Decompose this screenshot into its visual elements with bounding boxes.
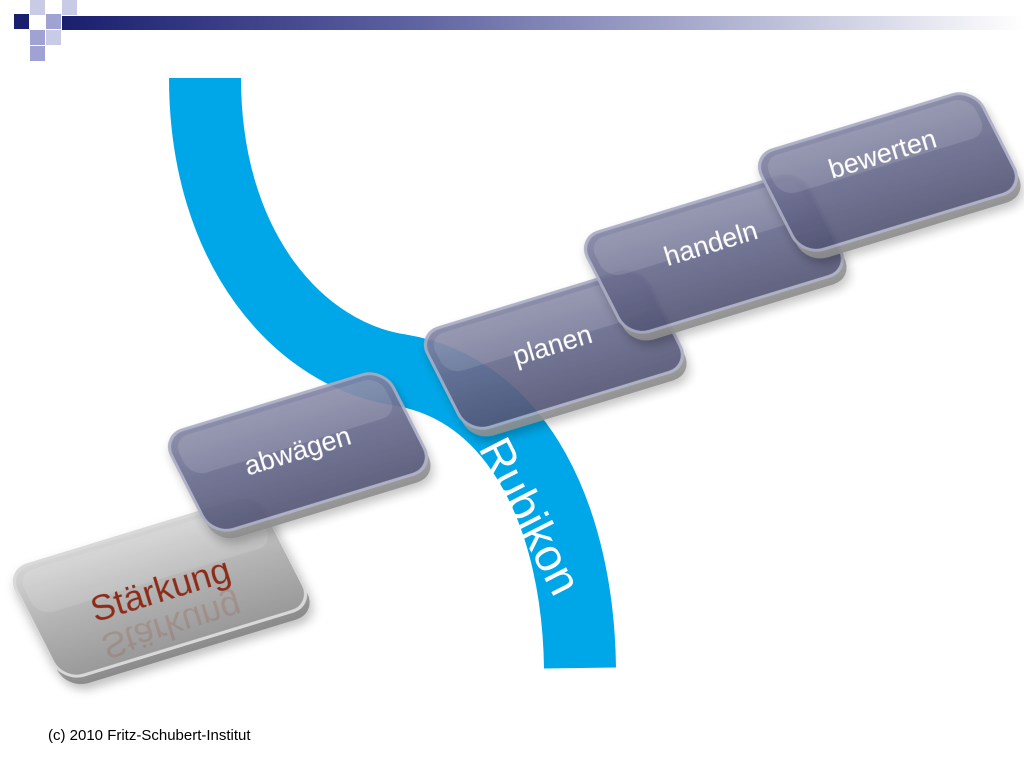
tile-gloss: [593, 182, 809, 276]
corner-square-pale: [30, 0, 45, 15]
tile-gloss: [177, 380, 393, 474]
gradient-bar: [62, 16, 1024, 30]
corner-square-mid: [30, 30, 45, 45]
corner-square-mid: [30, 46, 45, 61]
step-tile-4: handeln: [583, 174, 847, 341]
tile-gloss: [22, 506, 268, 613]
step-tile-2: abwägen: [167, 372, 431, 539]
tile-gloss: [767, 100, 983, 194]
corner-square-dark: [14, 14, 29, 29]
rubikon-river: [169, 77, 616, 669]
corner-square-pale: [62, 0, 77, 15]
title-band-decoration: [0, 0, 1024, 61]
corner-square-mid: [46, 14, 61, 29]
copyright-footer: (c) 2010 Fritz-Schubert-Institut: [48, 727, 251, 744]
step-tile-5: bewerten: [757, 92, 1021, 259]
corner-square-pale: [46, 30, 61, 45]
step-tiles: StärkungStärkungabwägenplanenhandelnbewe…: [12, 92, 1021, 685]
tile-gloss: [433, 278, 649, 372]
